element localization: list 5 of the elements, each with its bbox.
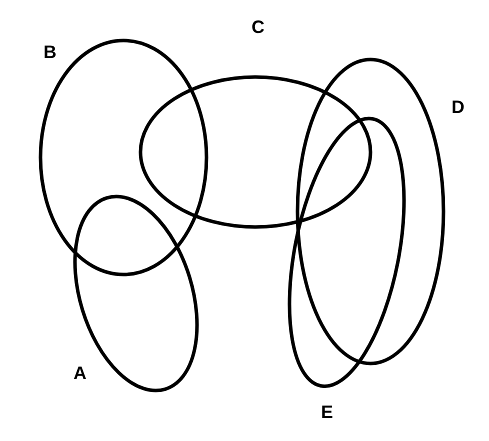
set-label: C xyxy=(252,18,264,36)
set-label: E xyxy=(320,402,333,421)
set-label: A xyxy=(74,364,86,382)
set-label: D xyxy=(452,98,464,116)
set-label: B xyxy=(44,43,56,61)
